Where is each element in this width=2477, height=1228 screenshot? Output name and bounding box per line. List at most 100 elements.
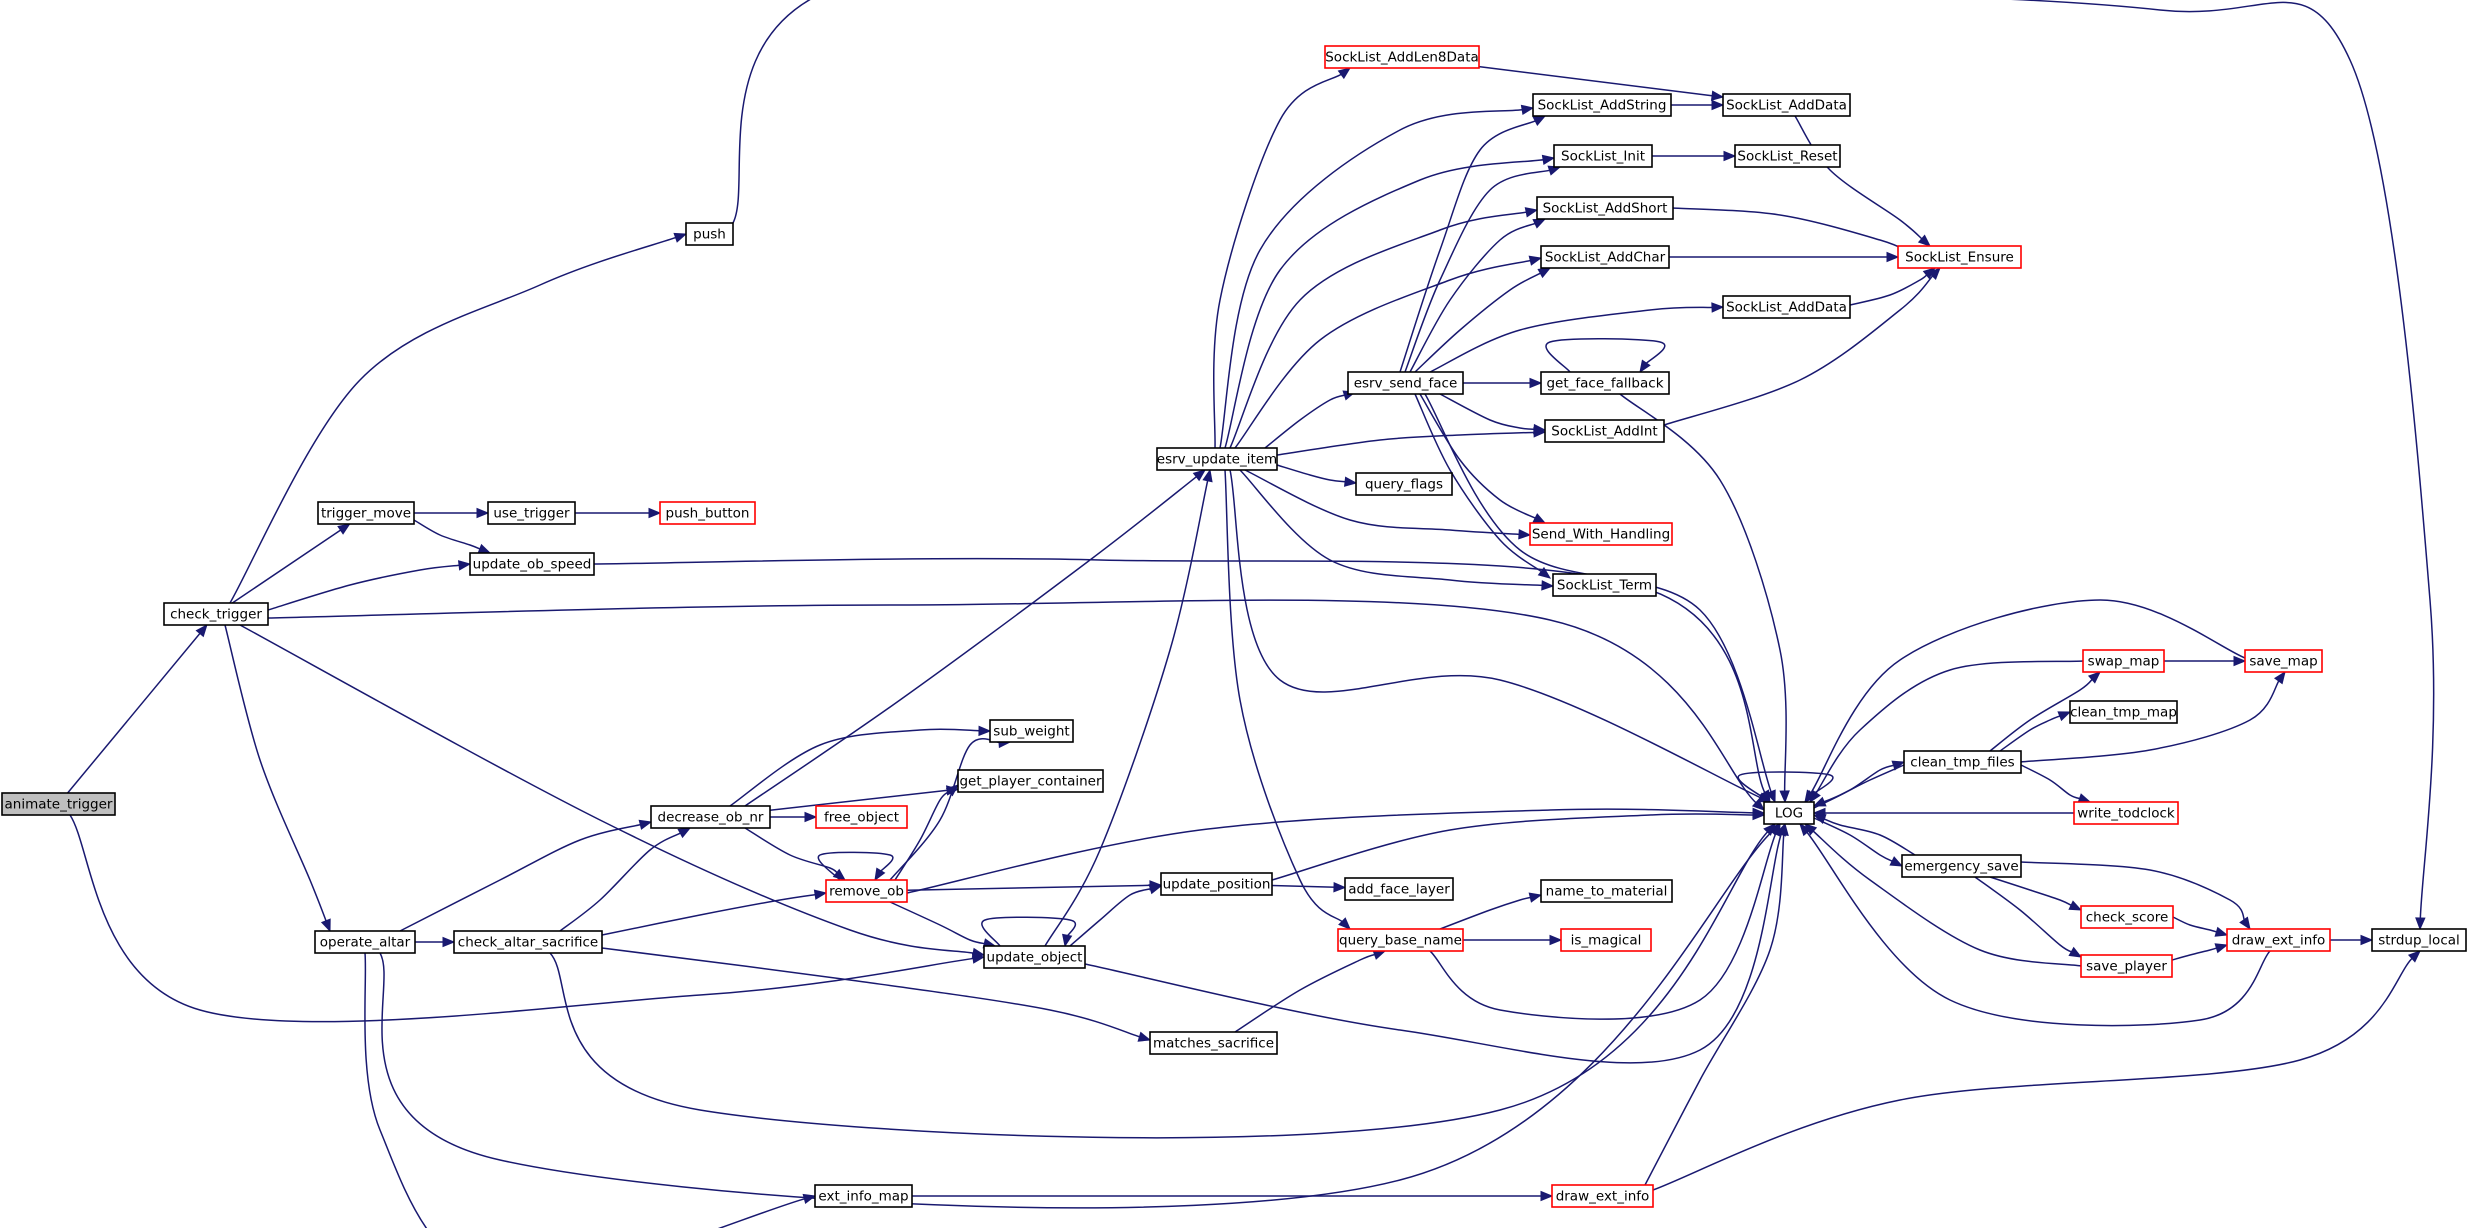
node-box[interactable] [650,805,771,829]
node-label[interactable]: write_todclock [2077,806,2175,822]
node-socklist-adddata2[interactable]: SockList_AddData [1722,295,1851,319]
node-label[interactable]: update_ob_speed [473,557,592,573]
node-box[interactable] [1532,93,1672,117]
node-label[interactable]: query_flags [1365,477,1443,493]
node-label[interactable]: SockList_AddString [1538,98,1667,114]
node-label[interactable]: use_trigger [493,506,570,522]
node-box[interactable] [983,945,1086,969]
node-clean-tmp-files[interactable]: clean_tmp_files [1903,750,2022,774]
node-socklist-ensure[interactable]: SockList_Ensure [1897,245,2022,269]
node-sub-weight[interactable]: sub_weight [989,719,1074,743]
node-label[interactable]: clean_tmp_map [2070,705,2177,721]
node-label[interactable]: esrv_update_item [1157,452,1277,468]
node-label[interactable]: trigger_move [321,506,411,522]
node-operate-altar[interactable]: operate_altar [314,930,416,954]
node-label[interactable]: clean_tmp_files [1910,755,2014,771]
node-push-button[interactable]: push_button [659,501,756,525]
node-box[interactable] [2082,649,2165,673]
node-label[interactable]: query_base_name [1339,933,1462,949]
node-label[interactable]: operate_altar [320,935,411,951]
node-get-face-fallback[interactable]: get_face_fallback [1540,371,1670,395]
node-ext-info-map[interactable]: ext_info_map [814,1184,913,1208]
node-box[interactable] [1551,1184,1654,1208]
node-box[interactable] [659,501,756,525]
node-box[interactable] [1,792,116,816]
node-use-trigger[interactable]: use_trigger [487,501,576,525]
node-check-trigger[interactable]: check_trigger [163,602,269,626]
node-animate-trigger[interactable]: animate_trigger [1,792,116,816]
node-box[interactable] [1897,245,2022,269]
node-socklist-adddata1[interactable]: SockList_AddData [1722,93,1851,117]
node-label[interactable]: SockList_Reset [1737,149,1837,165]
node-box[interactable] [1540,371,1670,395]
node-label[interactable]: SockList_Ensure [1905,250,2014,266]
node-box[interactable] [2073,801,2179,825]
node-label[interactable]: save_player [2086,959,2167,975]
node-draw-ext-info-left[interactable]: draw_ext_info [1551,1184,1654,1208]
node-get-player-container[interactable]: get_player_container [957,769,1104,793]
node-box[interactable] [314,930,416,954]
node-label[interactable]: decrease_ob_nr [658,810,764,826]
node-box[interactable] [1552,573,1657,597]
node-box[interactable] [1347,371,1464,395]
node-label[interactable]: Send_With_Handling [1532,527,1670,543]
node-label[interactable]: update_position [1163,877,1271,893]
node-add-face-layer[interactable]: add_face_layer [1344,877,1454,901]
node-box[interactable] [163,602,269,626]
node-socklist-addstring[interactable]: SockList_AddString [1532,93,1672,117]
node-send-with-handling[interactable]: Send_With_Handling [1529,522,1673,546]
node-query-base-name[interactable]: query_base_name [1337,928,1464,952]
node-box[interactable] [1734,144,1841,168]
node-socklist-term[interactable]: SockList_Term [1552,573,1657,597]
node-esrv-update-item[interactable]: esrv_update_item [1156,447,1278,471]
node-label[interactable]: esrv_send_face [1354,376,1458,392]
node-update-object[interactable]: update_object [983,945,1086,969]
node-box[interactable] [2069,700,2178,724]
node-esrv-send-face[interactable]: esrv_send_face [1347,371,1464,395]
node-update-ob-speed[interactable]: update_ob_speed [469,552,595,576]
node-label[interactable]: push [693,227,726,243]
node-label[interactable]: draw_ext_info [2232,933,2326,949]
node-box[interactable] [1536,196,1674,220]
node-socklist-addchar[interactable]: SockList_AddChar [1540,245,1670,269]
node-update-position[interactable]: update_position [1160,872,1273,896]
node-box[interactable] [1149,1031,1278,1055]
node-check-altar-sacrifice[interactable]: check_altar_sacrifice [453,930,603,954]
node-emergency-save[interactable]: emergency_save [1901,854,2022,878]
node-box[interactable] [1722,93,1851,117]
node-label[interactable]: matches_sacrifice [1153,1036,1274,1052]
node-box[interactable] [1540,879,1673,903]
node-box[interactable] [815,805,908,829]
node-label[interactable]: SockList_AddData [1726,300,1847,316]
node-socklist-reset[interactable]: SockList_Reset [1734,144,1841,168]
node-label[interactable]: SockList_Init [1561,149,1645,165]
node-label[interactable]: check_score [2086,910,2169,926]
node-label[interactable]: get_face_fallback [1546,376,1663,392]
node-label[interactable]: SockList_AddData [1726,98,1847,114]
node-box[interactable] [685,222,734,246]
node-label[interactable]: SockList_AddLen8Data [1325,50,1479,66]
node-box[interactable] [1560,928,1652,952]
node-matches-sacrifice[interactable]: matches_sacrifice [1149,1031,1278,1055]
node-socklist-init[interactable]: SockList_Init [1553,144,1653,168]
node-box[interactable] [469,552,595,576]
node-label[interactable]: free_object [824,810,899,826]
node-label[interactable]: SockList_Term [1557,578,1652,594]
node-label[interactable]: SockList_AddShort [1543,201,1668,217]
node-label[interactable]: update_object [987,950,1083,966]
node-is-magical[interactable]: is_magical [1560,928,1652,952]
node-save-map[interactable]: save_map [2244,649,2323,673]
node-query-flags[interactable]: query_flags [1355,472,1453,496]
node-clean-tmp-map[interactable]: clean_tmp_map [2069,700,2178,724]
node-remove-ob[interactable]: remove_ob [825,879,908,903]
node-box[interactable] [1722,295,1851,319]
node-swap-map[interactable]: swap_map [2082,649,2165,673]
node-socklist-addshort[interactable]: SockList_AddShort [1536,196,1674,220]
node-label[interactable]: emergency_save [1904,859,2018,875]
node-label[interactable]: is_magical [1571,933,1642,949]
node-free-object[interactable]: free_object [815,805,908,829]
node-draw-ext-info-right[interactable]: draw_ext_info [2226,928,2331,952]
node-socklist-addlen8data[interactable]: SockList_AddLen8Data [1324,45,1480,69]
node-box[interactable] [957,769,1104,793]
node-box[interactable] [1160,872,1273,896]
